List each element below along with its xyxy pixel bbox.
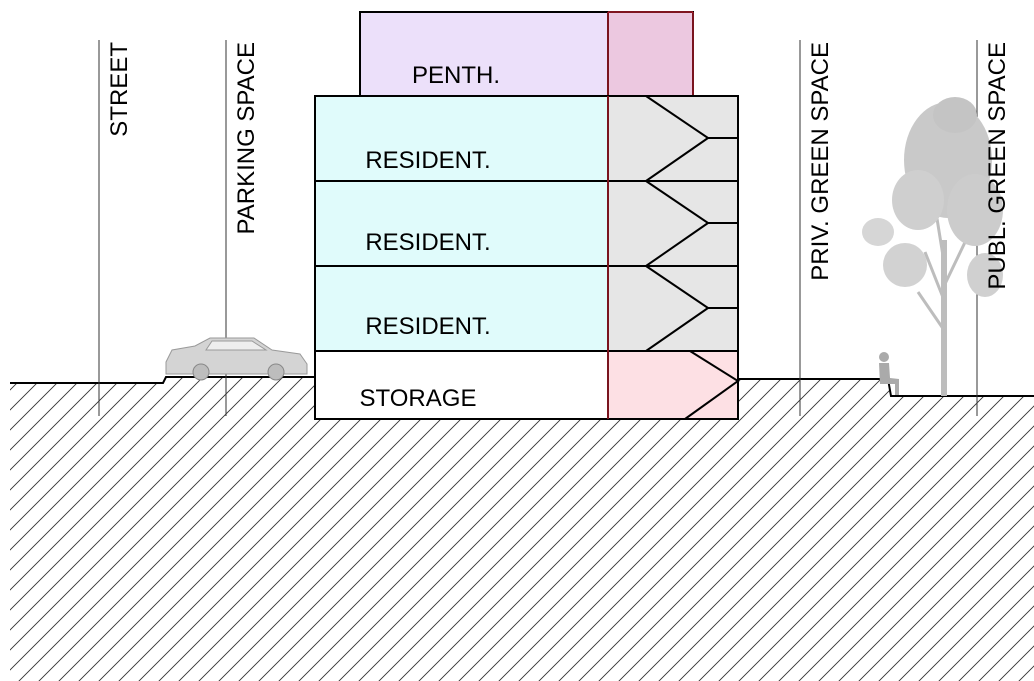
seated-person-icon <box>879 352 899 395</box>
floor-label-storage: STORAGE <box>360 385 477 412</box>
penthouse-floor: PENTH. <box>359 11 694 97</box>
floor-label-resident-3: RESIDENT. <box>365 147 490 174</box>
residential-floor-1: RESIDENT. <box>314 265 739 352</box>
floor-label-resident-2: RESIDENT. <box>365 229 490 256</box>
ground-hatch <box>10 377 1034 681</box>
residential-floor-3: RESIDENT. <box>314 95 739 182</box>
residential-floor-2: RESIDENT. <box>314 180 739 267</box>
storage-floor: STORAGE <box>314 350 740 420</box>
floor-label-penthouse: PENTH. <box>412 62 500 89</box>
floor-label-resident-1: RESIDENT. <box>365 313 490 340</box>
zone-label-parking: PARKING SPACE <box>233 42 260 235</box>
tree-icon <box>862 97 1003 396</box>
zone-label-street: STREET <box>106 42 133 137</box>
ground-line <box>10 376 1034 397</box>
zone-label-publ-green: PUBL. GREEN SPACE <box>984 42 1011 290</box>
zone-label-priv-green: PRIV. GREEN SPACE <box>807 42 834 281</box>
car-icon <box>165 337 308 381</box>
